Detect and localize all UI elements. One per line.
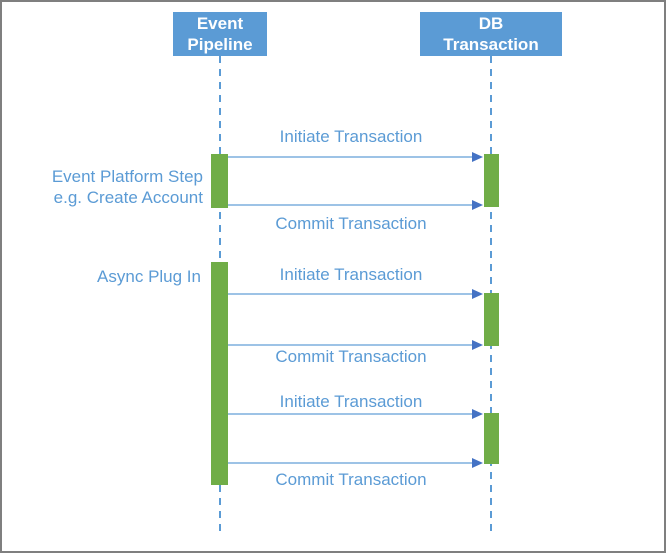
actor-label-line: DB (478, 14, 504, 33)
annotation-line: Async Plug In (97, 267, 201, 286)
annotation-line: Event Platform Step (51, 167, 203, 186)
actor-db-transaction: DB Transaction (420, 12, 562, 56)
activation-event-platform-step (211, 154, 228, 208)
arrow-right-icon (472, 458, 483, 468)
annotation-async-plug-in: Async Plug In (97, 266, 201, 287)
message-line (228, 156, 476, 158)
message-line (228, 204, 476, 206)
activation-db-3 (484, 413, 499, 464)
actor-label-line: Pipeline (187, 35, 253, 54)
arrow-right-icon (472, 409, 483, 419)
message-line (228, 462, 476, 464)
arrow-right-icon (472, 152, 483, 162)
arrow-right-icon (472, 340, 483, 350)
actor-label-line: Transaction (443, 35, 539, 54)
message-label: Initiate Transaction (279, 265, 423, 284)
actor-label-line: Event (196, 14, 244, 33)
actor-event-pipeline: Event Pipeline (173, 12, 267, 56)
annotation-line: e.g. Create Account (53, 188, 203, 207)
arrow-right-icon (472, 200, 483, 210)
arrow-right-icon (472, 289, 483, 299)
activation-db-2 (484, 293, 499, 346)
activation-db-1 (484, 154, 499, 207)
message-label: Commit Transaction (275, 347, 427, 366)
message-label: Commit Transaction (275, 470, 427, 489)
message-line (228, 413, 476, 415)
message-line (228, 344, 476, 346)
activation-async-plug-in (211, 262, 228, 485)
message-line (228, 293, 476, 295)
annotation-event-platform-step: Event Platform Step e.g. Create Account (52, 166, 203, 208)
message-label: Initiate Transaction (279, 392, 423, 411)
message-label: Initiate Transaction (279, 127, 423, 146)
message-label: Commit Transaction (275, 214, 427, 233)
